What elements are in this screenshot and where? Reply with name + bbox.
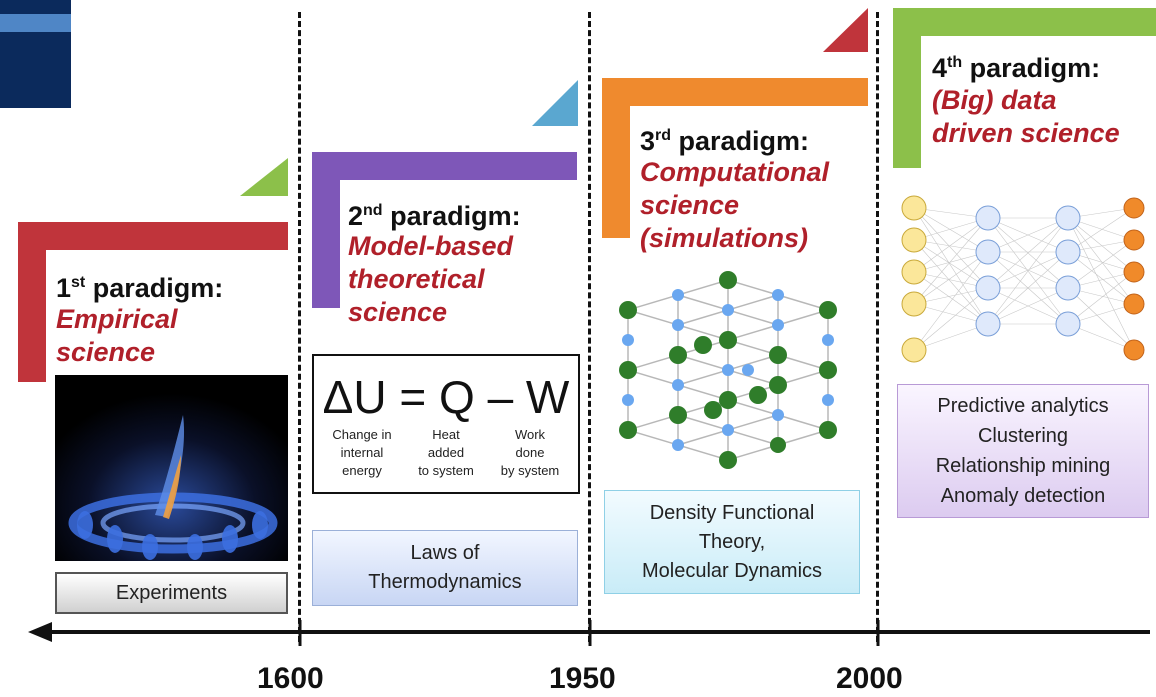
gas-flame-image [55,375,288,561]
year-label-2000: 2000 [836,662,903,695]
divider-2000 [876,12,879,642]
band-2-horizontal [312,152,577,180]
year-label-1600: 1600 [257,662,324,695]
band-2-vertical [312,152,340,308]
paradigm-4-title: 4th paradigm: [932,53,1101,83]
paradigm-1-title: 1st paradigm: [56,273,224,303]
neural-network-image [901,195,1145,363]
timeline-axis [28,620,1150,646]
equation-formula: ΔU = Q – W [322,371,570,423]
band-3-vertical [602,78,630,238]
band-4-horizontal [893,8,1156,36]
experiments-box: Experiments [55,572,288,614]
divider-1950 [588,12,591,642]
band-4-vertical [893,8,921,168]
divider-1600 [298,12,301,642]
band-1-vertical [18,222,46,382]
crystal-lattice-image [619,271,837,469]
year-label-1950: 1950 [549,662,616,695]
band-1-horizontal [18,222,288,250]
paradigm-3-title: 3rd paradigm: [640,126,810,156]
logo-stripe [0,14,71,32]
paradigm-2-title: 2nd paradigm: [348,201,521,231]
band-2-triangle [532,80,578,126]
band-3-triangle [823,8,868,52]
band-1-triangle [240,158,288,196]
band-3-horizontal [602,78,868,106]
